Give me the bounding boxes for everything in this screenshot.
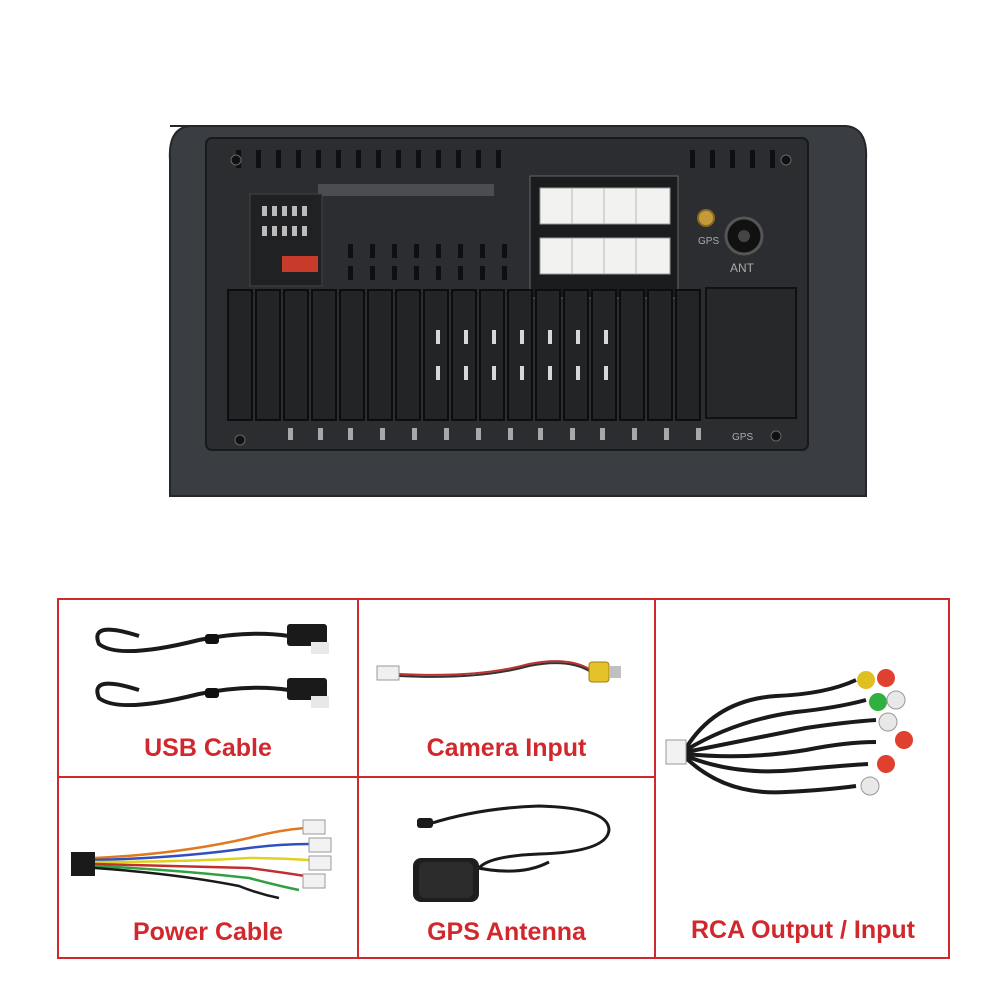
accessory-camera-input: Camera Input	[359, 600, 654, 776]
heatsink-highlights	[436, 330, 608, 380]
harness-socket-bottom	[539, 237, 671, 275]
camera-input-label: Camera Input	[426, 734, 587, 762]
gps-antenna-label: GPS Antenna	[427, 918, 586, 946]
ant-port-label: ANT	[730, 261, 755, 275]
screw	[780, 154, 792, 166]
top-vent-slots	[236, 150, 775, 168]
gps-sma-connector	[697, 209, 715, 227]
accessories-grid: USB Cable Camera Input	[57, 598, 950, 959]
screw	[770, 430, 782, 442]
camera-input-cable-icon	[376, 660, 621, 683]
gps-port-label: GPS	[698, 236, 719, 247]
usb-cable-label: USB Cable	[144, 734, 272, 762]
screw	[230, 154, 242, 166]
bottom-vent-slots	[288, 428, 701, 440]
accessory-rca-output-input: RCA Output / Input	[656, 600, 950, 957]
fuse-holder	[282, 256, 318, 272]
power-harness-icon	[71, 819, 332, 900]
rca-cable-icon	[665, 669, 913, 796]
harness-socket-top	[539, 187, 671, 225]
gps-bottom-label: GPS	[732, 432, 753, 443]
screw	[234, 434, 246, 446]
mid-vent-slots	[348, 244, 507, 280]
accessory-gps-antenna: GPS Antenna	[359, 778, 654, 957]
accessory-usb-cable: USB Cable	[59, 600, 357, 776]
power-cable-label: Power Cable	[132, 918, 284, 946]
rca-output-input-label: RCA Output / Input	[690, 916, 915, 944]
serial-sticker	[318, 184, 494, 196]
head-unit-rear-view: GPS ANT	[168, 125, 868, 497]
usb-cable-icon	[95, 624, 329, 708]
right-module-block	[705, 287, 797, 419]
gps-antenna-icon	[413, 804, 611, 902]
heatsink-fins	[227, 289, 701, 421]
accessory-power-cable: Power Cable	[59, 778, 357, 957]
